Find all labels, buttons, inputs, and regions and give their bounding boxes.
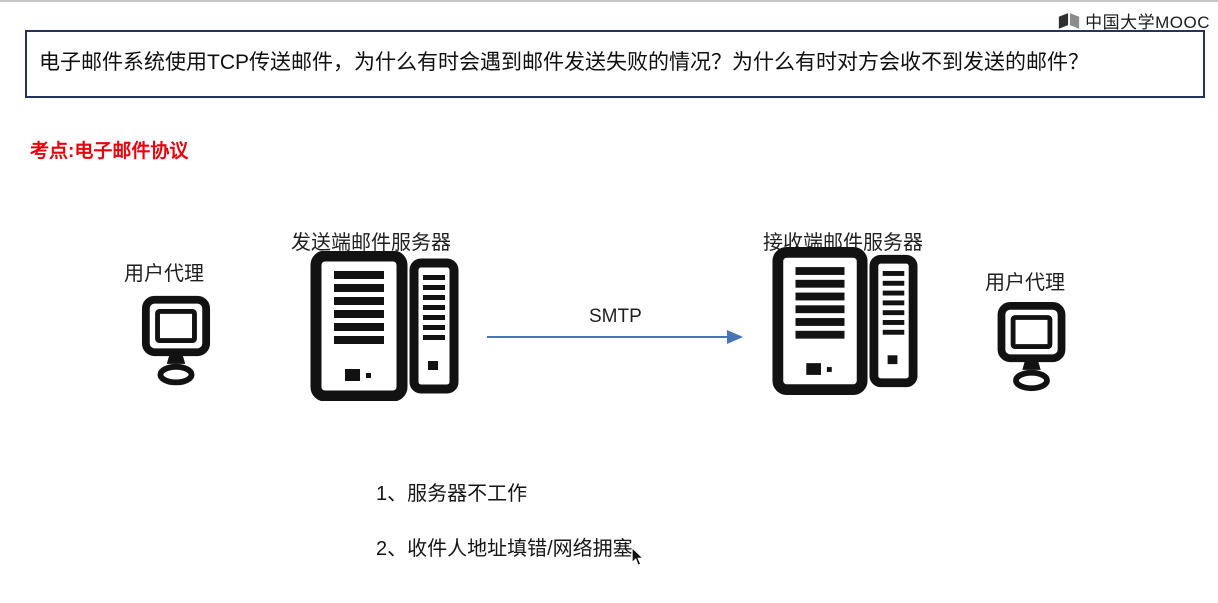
mooc-logo-icon bbox=[1057, 11, 1081, 30]
mooc-logo: 中国大学MOOC bbox=[1057, 8, 1210, 33]
top-edge-strip bbox=[0, 0, 1218, 2]
smtp-arrow-icon bbox=[487, 327, 743, 347]
sender-mail-server-icon bbox=[309, 251, 459, 401]
receiver-mail-server-icon bbox=[771, 246, 918, 396]
receiver-agent-label: 用户代理 bbox=[985, 272, 1065, 294]
question-text: 电子邮件系统使用TCP传送邮件，为什么有时会遇到邮件发送失败的情况？为什么有时对… bbox=[39, 51, 1089, 74]
answer-item-2: 2、收件人地址填错/网络拥塞 bbox=[376, 538, 633, 560]
user-agent-monitor-icon bbox=[995, 302, 1068, 395]
sender-agent-label: 用户代理 bbox=[124, 263, 204, 285]
topic-label: 考点:电子邮件协议 bbox=[30, 141, 189, 162]
question-box: 电子邮件系统使用TCP传送邮件，为什么有时会遇到邮件发送失败的情况？为什么有时对… bbox=[25, 30, 1205, 99]
smtp-protocol-label: SMTP bbox=[589, 306, 642, 327]
sender-server-label: 发送端邮件服务器 bbox=[291, 232, 451, 254]
user-agent-monitor-icon bbox=[141, 295, 211, 390]
mouse-cursor-icon bbox=[631, 547, 644, 567]
mooc-logo-text: 中国大学MOOC bbox=[1085, 13, 1210, 32]
answer-item-1: 1、服务器不工作 bbox=[376, 483, 528, 505]
